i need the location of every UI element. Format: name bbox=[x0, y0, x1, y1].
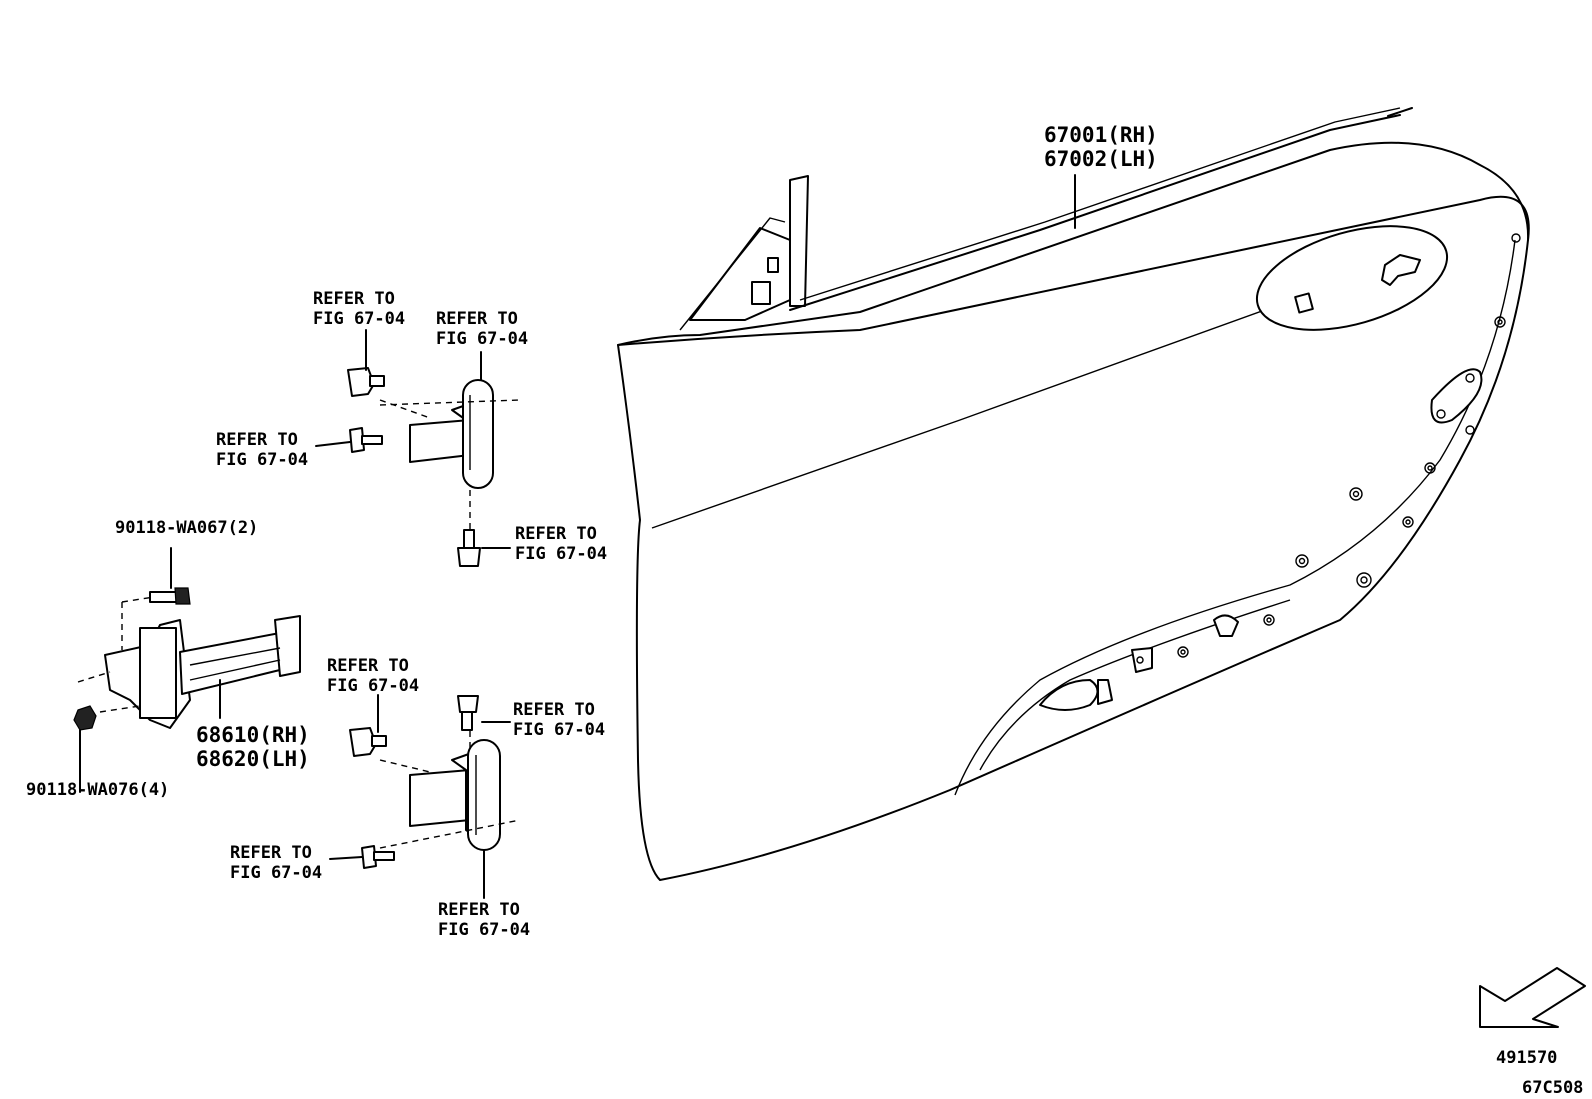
check-bolt bbox=[149, 587, 191, 605]
check-nut bbox=[73, 705, 97, 731]
door-check bbox=[73, 547, 301, 793]
lower-hinge-bolt-top bbox=[349, 727, 387, 757]
upper-hinge-bolt-bottom bbox=[457, 529, 481, 567]
lower-hinge-bolt-top-vertical bbox=[457, 695, 479, 731]
door-panel bbox=[617, 107, 1530, 881]
part-number-check-nut: 90118-WA076(4) bbox=[26, 780, 170, 800]
front-direction-arrow bbox=[1479, 967, 1586, 1028]
part-number-check-bolt: 90118-WA067(2) bbox=[115, 518, 259, 538]
lower-hinge bbox=[349, 695, 521, 869]
upper-hinge bbox=[347, 367, 521, 567]
upper-hinge-bolt-top bbox=[347, 367, 385, 397]
lower-hinge-bolt-mid bbox=[361, 845, 395, 869]
leader-lines bbox=[315, 174, 1076, 899]
illustration-number: 491570 bbox=[1496, 1048, 1558, 1068]
part-number-door: 67001(RH)67002(LH) bbox=[1044, 123, 1158, 171]
upper-hinge-bolt-mid bbox=[349, 427, 383, 453]
part-number-door-check: 68610(RH)68620(LH) bbox=[196, 723, 310, 771]
figure-code: 67C508 bbox=[1522, 1078, 1584, 1098]
